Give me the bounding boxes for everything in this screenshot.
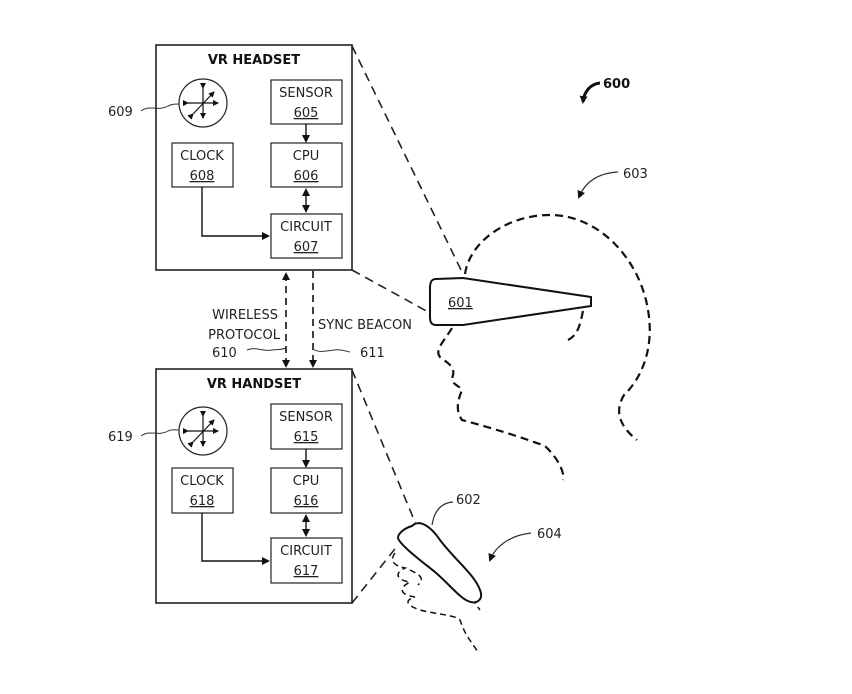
sync-beacon-label: SYNC BEACON — [318, 318, 412, 333]
headset-clock-ref: 608 — [190, 169, 215, 184]
headset-circuit-label: CIRCUIT — [280, 220, 332, 235]
user-hand-ref-label: 604 — [537, 527, 562, 542]
vr-handset-block: VR HANDSET 619 SENSOR 615 CPU 616 CLOCK … — [108, 368, 353, 604]
headset-sensor-label: SENSOR — [279, 86, 333, 101]
headset-motion-icon — [178, 78, 228, 128]
handset-motion-icon — [178, 406, 228, 456]
handset-clock-box — [171, 467, 234, 514]
handset-cpu-ref: 616 — [294, 494, 319, 509]
user-hand-ref: 604 — [488, 527, 562, 562]
handset-device-ref-label: 602 — [456, 493, 481, 508]
handset-sensor-ref: 615 — [294, 430, 319, 445]
wireless-label-line1: WIRELESS — [212, 308, 278, 323]
wireless-ref: 610 — [212, 346, 237, 361]
handset-clock-label: CLOCK — [180, 474, 224, 489]
headset-cpu-ref: 606 — [294, 169, 319, 184]
headset-icon-ref: 609 — [108, 105, 133, 120]
headset-cpu-label: CPU — [293, 149, 319, 164]
user-head-ref-label: 603 — [623, 167, 648, 182]
handset-clock-ref: 618 — [190, 494, 215, 509]
handset-sensor-label: SENSOR — [279, 410, 333, 425]
figure-ref: 600 — [579, 77, 630, 104]
sync-beacon-ref: 611 — [360, 346, 385, 361]
handset-cpu-label: CPU — [293, 474, 319, 489]
handset-circuit-ref: 617 — [294, 564, 319, 579]
headset-device-ref: 601 — [448, 296, 473, 311]
vr-headset-device: 601 — [429, 276, 592, 326]
handset-device-ref: 602 — [431, 493, 481, 526]
user-head-outline — [437, 213, 651, 481]
headset-title: VR HEADSET — [208, 53, 300, 68]
headset-handset-links: WIRELESS PROTOCOL 610 SYNC BEACON 611 — [208, 271, 412, 368]
headset-clock-label: CLOCK — [180, 149, 224, 164]
handset-circuit-box — [270, 537, 343, 584]
handset-cpu-box — [270, 467, 343, 514]
headset-circuit-box — [270, 213, 343, 259]
headset-sensor-box — [270, 79, 343, 125]
handset-icon-ref: 619 — [108, 430, 133, 445]
handset-circuit-label: CIRCUIT — [280, 544, 332, 559]
handset-title: VR HANDSET — [207, 377, 301, 392]
user-head-ref: 603 — [577, 167, 648, 199]
vr-handset-device — [396, 522, 482, 604]
vr-headset-block: VR HEADSET 609 SENSOR 605 CPU 606 CLOCK … — [108, 44, 353, 271]
wireless-label-line2: PROTOCOL — [208, 328, 281, 343]
figure-ref-label: 600 — [603, 77, 630, 92]
headset-sensor-ref: 605 — [294, 106, 319, 121]
headset-cpu-box — [270, 142, 343, 188]
headset-circuit-ref: 607 — [294, 240, 319, 255]
headset-clock-box — [171, 142, 234, 188]
